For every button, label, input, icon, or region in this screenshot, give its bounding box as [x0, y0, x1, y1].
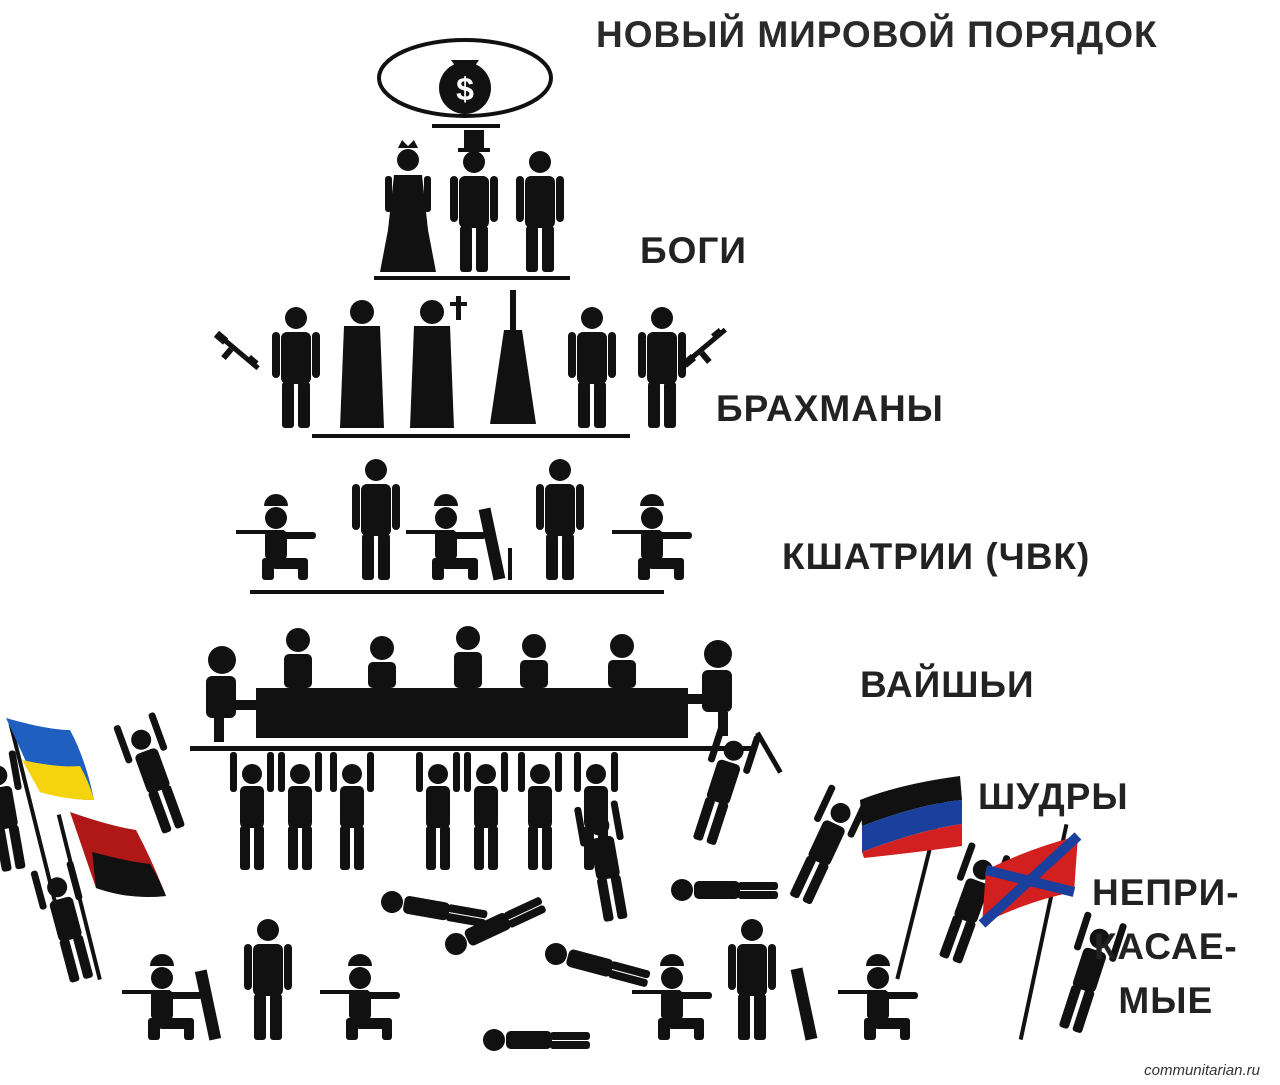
capitalist-icon: [450, 130, 498, 272]
soldier-icon: [728, 919, 776, 1040]
kshatriyas-tier: [236, 459, 692, 594]
soldier-icon: [352, 459, 400, 580]
svg-text:$: $: [456, 71, 474, 107]
shovel-icon: [755, 731, 783, 774]
diner-right: [688, 640, 732, 736]
feast-table-icon: [190, 688, 752, 751]
diners-behind-table: [284, 626, 636, 688]
tier-label-gods: БОГИ: [640, 230, 747, 271]
priest-icon: [410, 296, 467, 428]
mortar-icon: [194, 969, 222, 1041]
page-title: НОВЫЙ МИРОВОЙ ПОРЯДОК: [596, 14, 1158, 55]
vaishyas-tier: [190, 626, 752, 751]
tier-label-untouchables-line: НЕПРИ-: [1092, 872, 1240, 913]
guard-left: [272, 307, 320, 428]
tier-label-brahmins: БРАХМАНЫ: [716, 388, 944, 429]
soldier-icon: [406, 494, 486, 580]
rifle-icon: [207, 329, 262, 380]
mortar-icon: [790, 967, 818, 1041]
novorossiya-flag-bearer: [978, 823, 1128, 1040]
tier-label-vaishyas: ВАЙШЬИ: [860, 664, 1035, 705]
diner-left: [206, 646, 256, 742]
bottom-soldiers: [122, 919, 918, 1041]
upa-flag-bearer: [30, 812, 166, 986]
tier-label-untouchables-line: КАСАЕ-: [1093, 926, 1238, 967]
gods-tier: [374, 130, 570, 280]
rabbi-icon: [568, 307, 616, 428]
soldier-icon: [236, 494, 316, 580]
businessman-icon: [516, 151, 564, 272]
rifle-icon: [680, 325, 735, 376]
soldier-icon: [122, 954, 202, 1040]
dollar-bag-icon: $: [377, 38, 553, 128]
source-credit: communitarian.ru: [1144, 1062, 1260, 1079]
tier-label-untouchables: НЕПРИ- КАСАЕ- МЫЕ: [1092, 866, 1240, 1028]
brahmins-tier: [207, 290, 735, 438]
untouchables-tier: [379, 783, 870, 1051]
dnr-flag-bearer: [860, 776, 1012, 980]
guard-right: [638, 307, 686, 428]
pyramid-figures: $: [0, 38, 1128, 1051]
tier-label-shudras: ШУДРЫ: [978, 776, 1129, 817]
soldier-icon: [838, 954, 918, 1040]
soldier-icon: [612, 494, 692, 580]
soldier-icon: [536, 459, 584, 580]
mortar-icon: [478, 507, 512, 581]
soldier-icon: [632, 954, 712, 1040]
tier-label-untouchables-line: МЫЕ: [1118, 980, 1214, 1021]
tower-icon: [490, 290, 536, 424]
shudras-tier: [112, 711, 783, 870]
soldier-icon: [244, 919, 292, 1040]
priest-icon: [340, 300, 384, 428]
soldier-icon: [320, 954, 400, 1040]
queen-icon: [380, 140, 436, 272]
tier-label-kshatriyas: КШАТРИИ (ЧВК): [782, 536, 1091, 577]
